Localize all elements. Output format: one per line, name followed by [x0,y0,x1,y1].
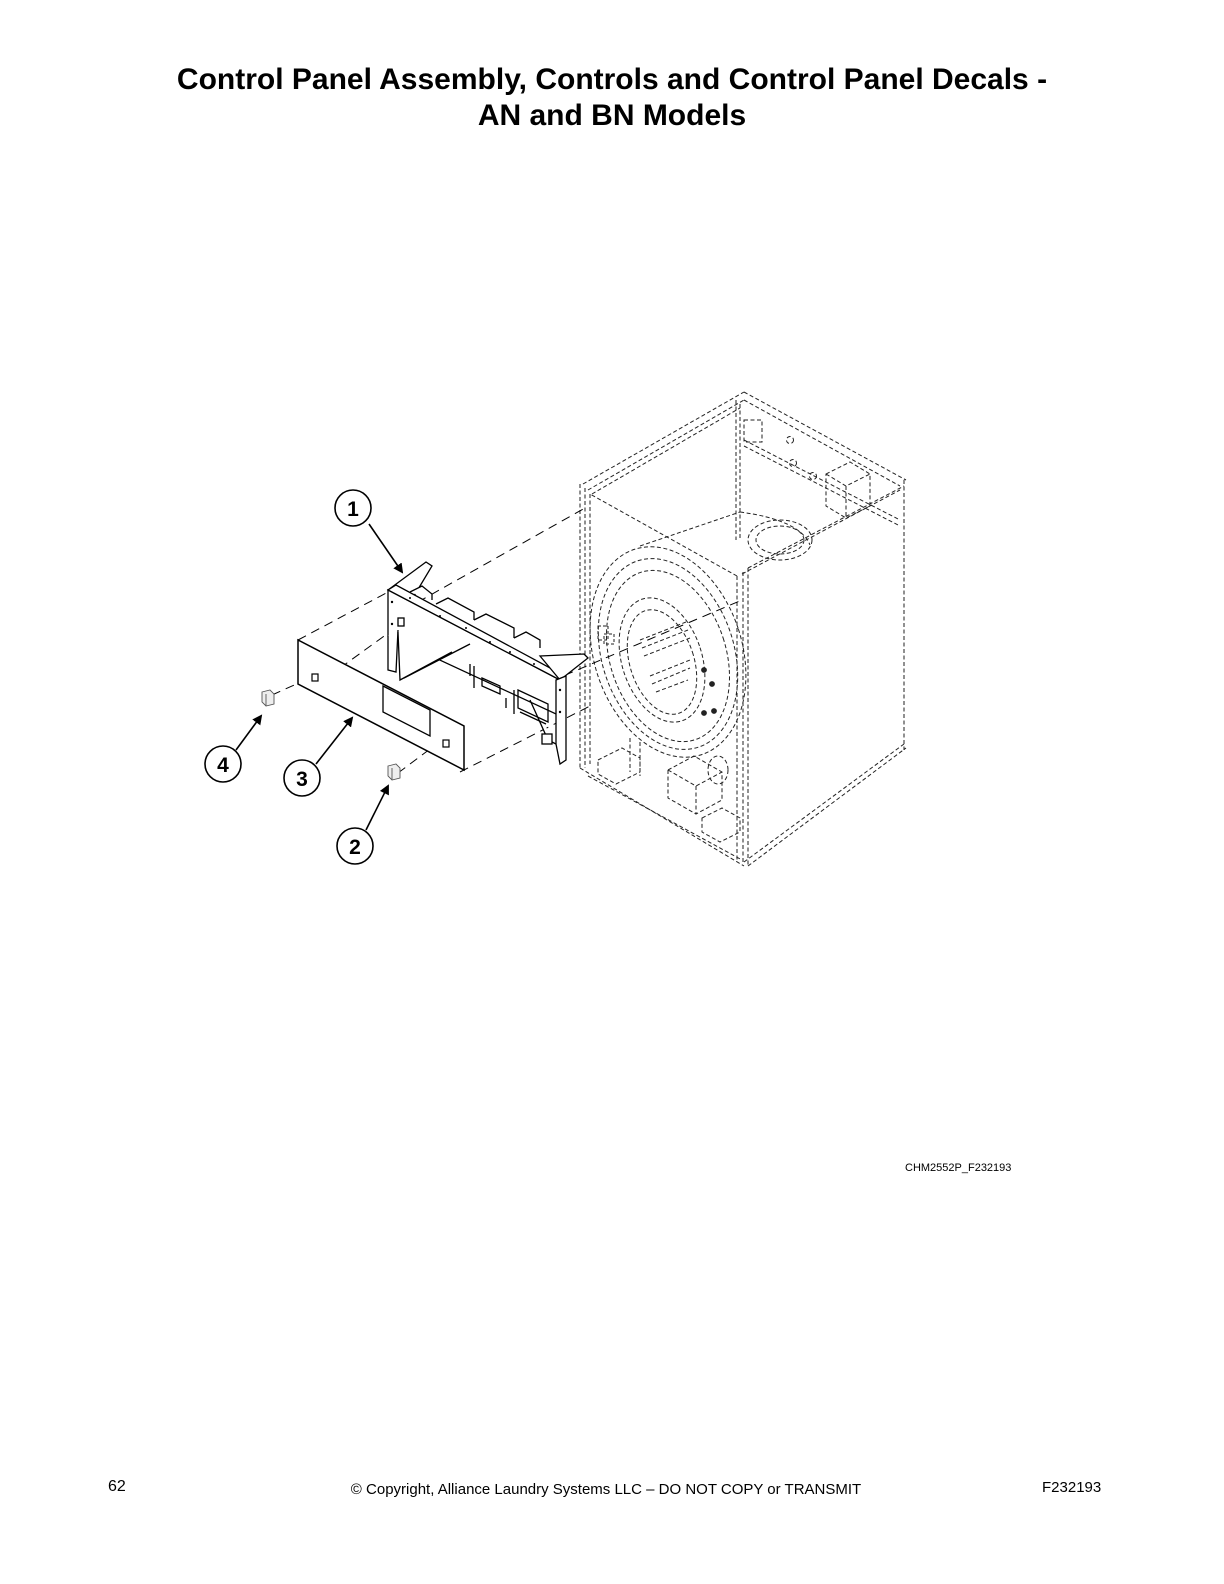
callout-4[interactable]: 4 [204,714,263,783]
control-clip-right [387,763,401,781]
page-title: Control Panel Assembly, Controls and Con… [0,62,1224,134]
machine-cabinet [579,391,907,867]
callout-1-number: 1 [347,498,359,521]
page-title-line-1: Control Panel Assembly, Controls and Con… [176,63,1048,96]
callout-3-number: 3 [296,768,308,791]
callout-2[interactable]: 2 [336,784,389,865]
machine-drum [589,511,813,843]
figure-id: CHM2552P_F232193 [905,1162,1012,1174]
control-panel-decal [297,638,465,772]
footer-copyright: © Copyright, Alliance Laundry Systems LL… [350,1481,862,1498]
page-title-line-2: AN and BN Models [477,99,747,132]
callout-3[interactable]: 3 [283,716,354,797]
machine-door-hinge [597,625,717,716]
footer-page-number: 62 [108,1478,126,1495]
bracket-holes [390,597,562,714]
callout-4-number: 4 [217,754,229,777]
footer-doc-code: F232193 [1042,1479,1102,1496]
control-clip-left [261,689,275,707]
callout-1[interactable]: 1 [334,489,404,574]
control-panel-bracket [386,561,589,766]
assembly-lead-lines [271,507,743,774]
callout-2-number: 2 [349,836,361,859]
